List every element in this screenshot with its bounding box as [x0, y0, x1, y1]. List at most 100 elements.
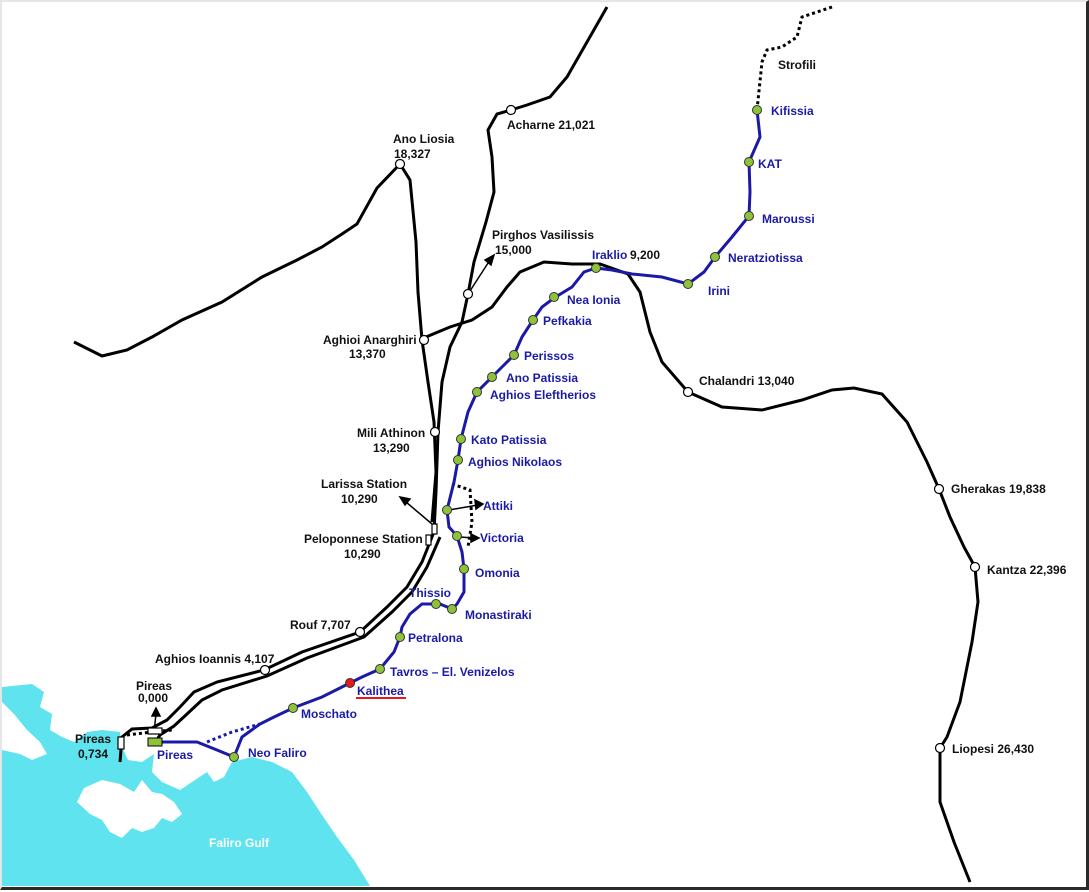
- label-kat: KAT: [758, 157, 782, 171]
- label-kantza: Kantza 22,396: [987, 563, 1067, 577]
- arrowhead-larissa: [398, 495, 412, 507]
- label-ano-patissia: Ano Patissia: [506, 371, 578, 385]
- rail-main-double-a: [118, 531, 436, 763]
- label-gherakas: Gherakas 19,838: [951, 482, 1046, 496]
- metro-marker-ano-patissia: [487, 372, 497, 382]
- station-marker-peloponnese: [425, 534, 432, 546]
- label-aghios-eleftherios: Aghios Eleftherios: [490, 388, 596, 402]
- metro-marker-kat: [744, 157, 754, 167]
- label-ano-liosia-name: Ano Liosia: [393, 132, 455, 146]
- station-marker-liopesi: [934, 742, 946, 754]
- label-pireas-metro: Pireas: [157, 748, 193, 762]
- label-pireas-b-km: 0,734: [78, 747, 108, 761]
- gulf-label-bg: [202, 832, 284, 852]
- arrow-larissa: [405, 501, 433, 525]
- station-marker-aghios-ioannis: [259, 664, 271, 676]
- label-larissa-name: Larissa Station: [321, 477, 407, 491]
- station-marker-pireas-metro: [147, 737, 163, 747]
- metro-marker-nea-ionia: [549, 292, 559, 302]
- metro-marker-maroussi: [744, 211, 754, 221]
- metro-marker-neratziotissa: [710, 252, 720, 262]
- rail-chalandri: [425, 260, 980, 883]
- arrow-pirghos: [467, 259, 491, 295]
- label-pirghos-name: Pirghos Vasilissis: [492, 228, 594, 242]
- station-marker-acharne: [505, 104, 517, 116]
- metro-marker-moschato: [288, 703, 298, 713]
- metro-station-markers: [229, 105, 762, 762]
- metro-dotted-spur: [206, 722, 261, 744]
- label-irini: Irini: [708, 284, 730, 298]
- label-rouf: Rouf 7,707: [290, 618, 351, 632]
- rail-station-labels: Strofili Acharne 21,021 Ano Liosia 18,32…: [75, 58, 1067, 761]
- metro-marker-perissos: [509, 350, 519, 360]
- label-aghioi-anarghiri-km: 13,370: [349, 347, 386, 361]
- label-aghios-nikolaos: Aghios Nikolaos: [468, 455, 562, 469]
- rail-main-double-b: [152, 536, 442, 745]
- rail-north-acharne: [432, 6, 609, 533]
- label-pefkakia: Pefkakia: [543, 314, 592, 328]
- label-monastiraki: Monastiraki: [465, 608, 532, 622]
- label-iraklio-km: 9,200: [630, 248, 660, 262]
- station-marker-pireas-b: [117, 736, 125, 750]
- label-attiki: Attiki: [483, 499, 513, 513]
- label-aghioi-anarghiri-name: Aghioi Anarghiri: [323, 333, 417, 347]
- metro-marker-thissio: [431, 599, 441, 609]
- metro-marker-victoria: [452, 531, 462, 541]
- label-mili-athinon-name: Mili Athinon: [357, 426, 425, 440]
- label-pireas-a-km: 0,000: [138, 691, 168, 705]
- metro-marker-omonia: [459, 564, 469, 574]
- station-marker-ano-liosia: [394, 158, 406, 170]
- label-pireas-a-name: Pireas: [136, 679, 172, 693]
- label-thissio: Thissio: [409, 586, 451, 600]
- metro-marker-iraklio: [591, 263, 601, 273]
- label-peloponnese-km: 10,290: [344, 547, 381, 561]
- label-tavros: Tavros – El. Venizelos: [390, 665, 515, 679]
- metro-marker-kato-patissia: [456, 434, 466, 444]
- label-aghios-ioannis: Aghios Ioannis 4,107: [155, 652, 275, 666]
- label-liopesi: Liopesi 26,430: [952, 742, 1034, 756]
- metro-marker-monastiraki: [447, 604, 457, 614]
- label-kalithea: Kalithea: [357, 684, 404, 698]
- metro-station-labels: Kifissia KAT Maroussi Neratziotissa Irin…: [157, 104, 815, 762]
- arrowhead-attiki: [474, 498, 485, 511]
- station-marker-chalandri: [682, 386, 694, 398]
- metro-marker-kalithea: [345, 678, 355, 688]
- label-kato-patissia: Kato Patissia: [471, 433, 547, 447]
- coast-detail: [2, 702, 47, 760]
- station-marker-rouf: [354, 626, 366, 638]
- peninsula-land: [77, 780, 182, 838]
- station-marker-pireas-a: [147, 727, 163, 735]
- station-marker-kantza: [969, 561, 981, 573]
- arrowhead-victoria: [470, 532, 481, 544]
- metro-marker-kifissia: [752, 105, 762, 115]
- label-mili-athinon-km: 13,290: [373, 441, 410, 455]
- station-marker-mili-athinon: [429, 426, 441, 438]
- label-pirghos-km: 15,000: [495, 243, 532, 257]
- label-larissa-km: 10,290: [341, 492, 378, 506]
- arrow-attiki: [448, 504, 479, 511]
- station-marker-gherakas: [933, 483, 945, 495]
- label-iraklio: Iraklio: [592, 248, 627, 262]
- label-neo-faliro: Neo Faliro: [248, 746, 307, 760]
- label-pireas-b-name: Pireas: [75, 732, 111, 746]
- label-victoria: Victoria: [480, 531, 524, 545]
- gulf-label: Faliro Gulf: [209, 836, 270, 850]
- metro-marker-aghios-eleftherios: [472, 387, 482, 397]
- metro-marker-aghios-nikolaos: [453, 455, 463, 465]
- metro-marker-tavros: [375, 664, 385, 674]
- metro-marker-irini: [683, 279, 693, 289]
- arrowhead-pireas-up: [150, 706, 162, 717]
- label-omonia: Omonia: [475, 566, 520, 580]
- rail-dotted-strofili: [755, 5, 833, 111]
- metro-marker-neo-faliro: [229, 752, 239, 762]
- label-ano-liosia-km: 18,327: [394, 147, 431, 161]
- label-neratziotissa: Neratziotissa: [728, 251, 803, 265]
- label-petralona: Petralona: [408, 631, 463, 645]
- label-peloponnese-name: Peloponnese Station: [304, 532, 423, 546]
- station-marker-larissa: [431, 523, 438, 535]
- metro-marker-petralona: [395, 632, 405, 642]
- railway-lines: [73, 6, 980, 883]
- label-maroussi: Maroussi: [762, 212, 815, 226]
- arrowhead-pirghos: [483, 253, 496, 267]
